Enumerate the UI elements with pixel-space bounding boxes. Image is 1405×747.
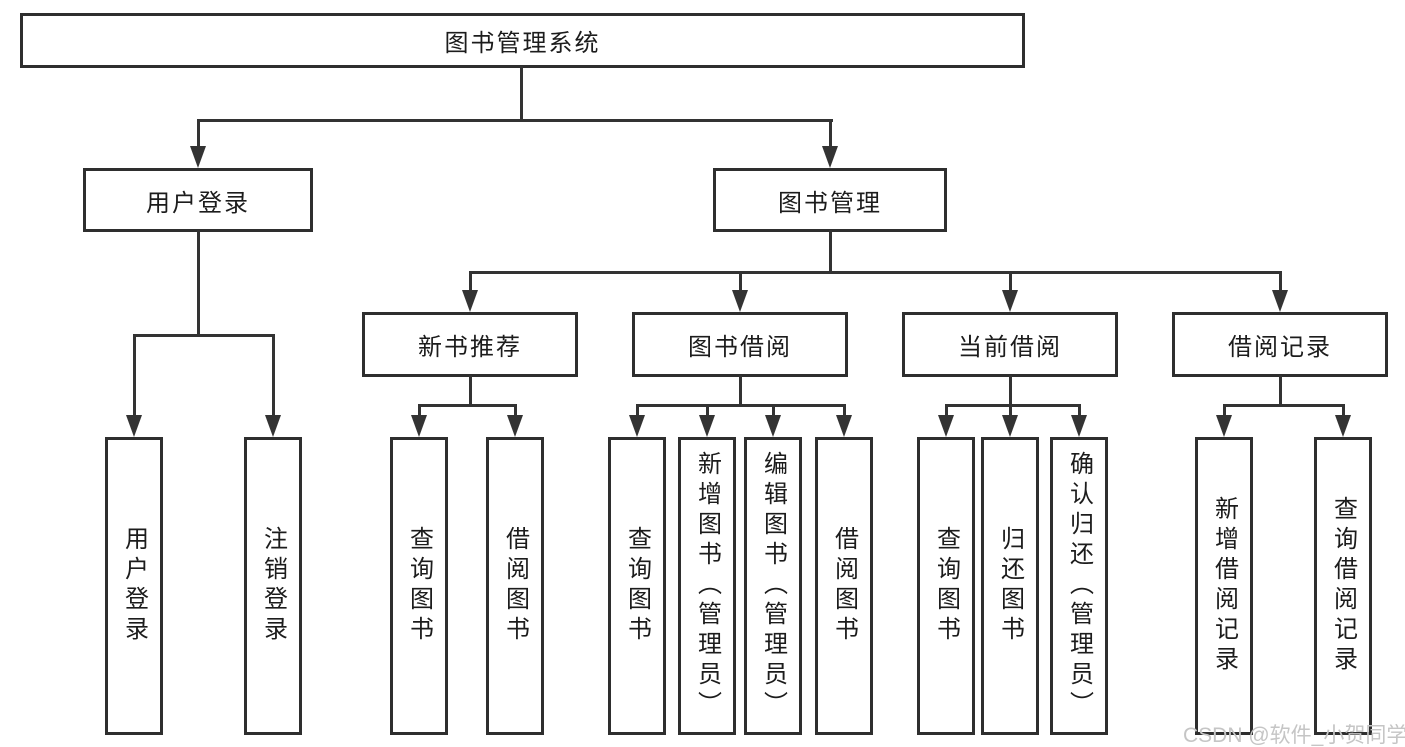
connector-line [469,271,1282,274]
arrow-down-icon [732,290,748,312]
leaf-borrow-edit-book-admin: 编辑图书（管理员） [744,437,802,735]
node-book-management: 图书管理 [713,168,947,232]
connector-line [1342,404,1345,417]
node-borrowing-records: 借阅记录 [1172,312,1388,377]
connector-line [418,404,421,417]
connector-line [739,271,742,292]
node-new-book-recommend: 新书推荐 [362,312,578,377]
arrow-down-icon [822,146,838,168]
connector-line [133,334,275,337]
connector-line [133,334,136,417]
leaf-user-login: 用户登录 [105,437,163,735]
node-current-borrowing: 当前借阅 [902,312,1118,377]
leaf-borrow-borrow-book: 借阅图书 [815,437,873,735]
leaf-label: 借阅图书 [501,526,529,646]
leaf-borrow-add-book-admin: 新增图书（管理员） [678,437,736,735]
arrow-down-icon [629,415,645,437]
connector-line [1279,271,1282,292]
arrow-down-icon [765,415,781,437]
leaf-label: 查询图书 [932,526,960,646]
arrow-down-icon [1071,415,1087,437]
connector-line [706,404,709,417]
connector-line [1279,375,1282,406]
connector-line [1223,404,1226,417]
arrow-down-icon [836,415,852,437]
leaf-newrec-query-book: 查询图书 [390,437,448,735]
arrow-down-icon [1002,415,1018,437]
leaf-label: 查询图书 [405,526,433,646]
connector-line [829,119,832,148]
leaf-label: 用户登录 [120,526,148,646]
connector-line [945,404,1081,407]
leaf-label: 新增借阅记录 [1210,496,1238,676]
connector-line [772,404,775,417]
arrow-down-icon [507,415,523,437]
connector-line [469,271,472,292]
connector-line [1078,404,1081,417]
connector-line [197,230,200,336]
arrow-down-icon [126,415,142,437]
connector-line [520,66,523,122]
leaf-label: 查询借阅记录 [1329,496,1357,676]
connector-line [1009,271,1012,292]
leaf-label: 注销登录 [259,526,287,646]
leaf-label: 查询图书 [623,526,651,646]
connector-line [469,375,472,406]
leaf-label: 编辑图书（管理员） [759,451,787,721]
leaf-label: 借阅图书 [830,526,858,646]
connector-line [197,119,200,148]
connector-line [514,404,517,417]
connector-line [945,404,948,417]
leaf-label: 新增图书（管理员） [693,451,721,721]
leaf-records-add-record: 新增借阅记录 [1195,437,1253,735]
connector-line [1009,404,1012,417]
connector-line [829,230,832,273]
arrow-down-icon [1216,415,1232,437]
leaf-borrow-query-book: 查询图书 [608,437,666,735]
connector-line [197,119,833,122]
arrow-down-icon [1335,415,1351,437]
arrow-down-icon [190,146,206,168]
connector-line [636,404,846,407]
connector-line [739,375,742,406]
connector-line [636,404,639,417]
connector-line [1223,404,1345,407]
connector-line [1009,375,1012,406]
leaf-newrec-borrow-book: 借阅图书 [486,437,544,735]
arrow-down-icon [411,415,427,437]
node-root-library-management-system: 图书管理系统 [20,13,1025,68]
arrow-down-icon [1002,290,1018,312]
leaf-label: 归还图书 [996,526,1024,646]
arrow-down-icon [265,415,281,437]
leaf-logout: 注销登录 [244,437,302,735]
connector-line [843,404,846,417]
arrow-down-icon [462,290,478,312]
connector-line [272,334,275,417]
connector-line [418,404,517,407]
arrow-down-icon [938,415,954,437]
leaf-current-confirm-return-admin: 确认归还（管理员） [1050,437,1108,735]
leaf-current-query-book: 查询图书 [917,437,975,735]
arrow-down-icon [699,415,715,437]
node-user-login: 用户登录 [83,168,313,232]
node-book-borrowing: 图书借阅 [632,312,848,377]
leaf-current-return-book: 归还图书 [981,437,1039,735]
leaf-label: 确认归还（管理员） [1065,451,1093,721]
leaf-records-query-record: 查询借阅记录 [1314,437,1372,735]
arrow-down-icon [1272,290,1288,312]
csdn-watermark: CSDN @软件_小贺同学 [1183,724,1405,747]
